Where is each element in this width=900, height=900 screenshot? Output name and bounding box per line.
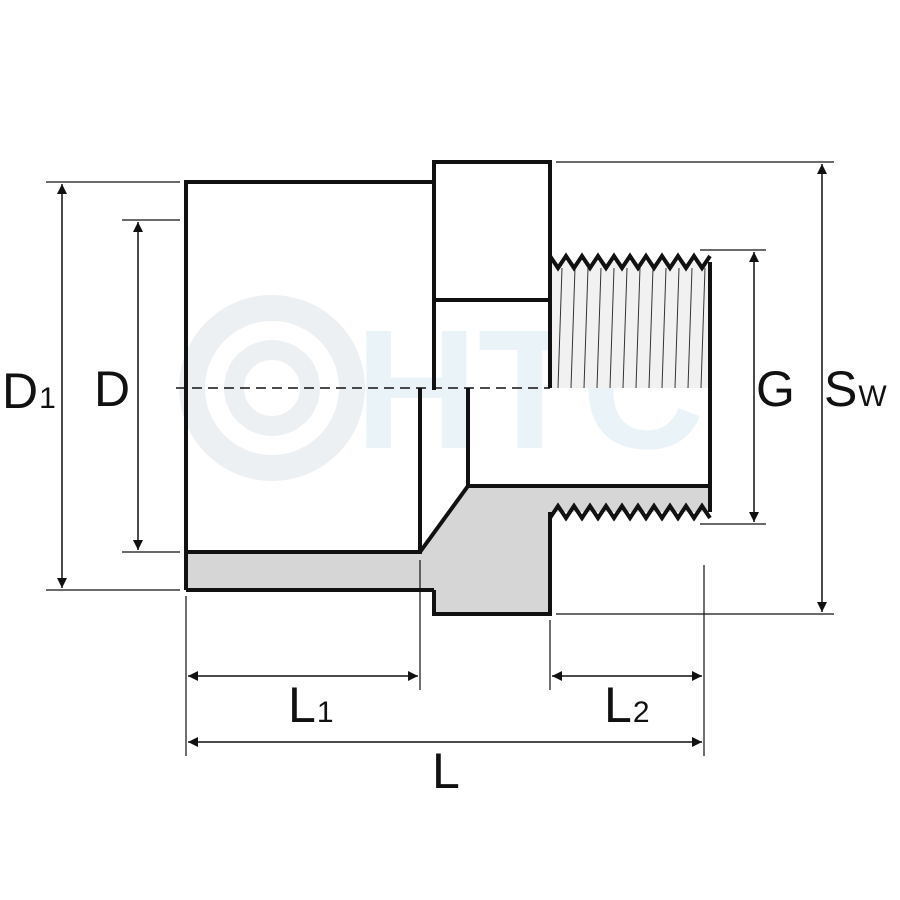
label-d: D	[94, 361, 130, 417]
section-lower-wall	[186, 486, 710, 614]
thread-crest-top	[548, 252, 712, 272]
thread-hatch-line	[557, 267, 563, 389]
thread-hatch-line	[661, 267, 667, 389]
thread-hatch-line	[674, 267, 680, 389]
thread-crest-bottom	[548, 502, 712, 522]
thread-hatch-line	[687, 267, 693, 389]
adapter-outline	[184, 160, 712, 616]
thread-hatch-line	[622, 267, 628, 389]
thread-lines	[557, 267, 706, 389]
label-l: L	[432, 743, 460, 799]
extension-lines	[46, 161, 834, 756]
thread-hatch-line	[583, 267, 589, 389]
thread-hatch-line	[635, 267, 641, 389]
dimension-lines	[57, 164, 827, 747]
thread-hatch-line	[609, 267, 615, 389]
label-l1: L1	[288, 677, 334, 733]
label-l2: L2	[604, 677, 650, 733]
thread-hatch-line	[596, 267, 602, 389]
label-sw: SW	[824, 361, 887, 417]
external-thread-upper	[550, 262, 710, 388]
thread-hatch-line	[700, 267, 706, 389]
label-g: G	[756, 361, 795, 417]
label-d1: D1	[2, 363, 56, 419]
thread-hatch-line	[648, 267, 654, 389]
thread-hatch-line	[570, 267, 576, 389]
